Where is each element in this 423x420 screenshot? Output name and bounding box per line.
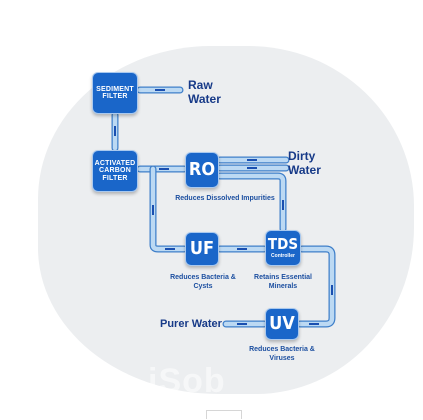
pipe-ro-tds (217, 173, 286, 232)
ro-label: RO (188, 158, 216, 180)
bottom-tab (206, 410, 242, 419)
tds-sub-label: Controller (271, 252, 295, 259)
uv-caption: Reduces Bacteria & Viruses (249, 346, 315, 362)
flow-arrow-out (237, 323, 247, 325)
flow-arrow-sed-carbon (114, 126, 116, 136)
flow-arrow-raw (155, 89, 165, 91)
sediment-filter-box: SEDIMENT FILTER (92, 72, 138, 114)
tds-label: TDS (267, 235, 299, 253)
uv-box: UV (265, 308, 299, 340)
uv-label: UV (269, 312, 295, 334)
watermark-text: iSob (148, 362, 226, 400)
purer-water-label: Purer Water (160, 318, 222, 330)
flow-arrow-ro-dirty-b (247, 167, 257, 169)
sediment-filter-label: SEDIMENT FILTER (96, 85, 134, 100)
ro-caption: Reduces Dissolved Impurities (175, 195, 275, 202)
uf-caption: Reduces Bacteria & Cysts (170, 274, 236, 290)
flow-arrow-uf-in (165, 248, 175, 250)
raw-water-label: Raw Water (188, 78, 221, 106)
carbon-filter-box: ACTIVATED CARBON FILTER (92, 150, 138, 192)
flow-arrow-tds-uv (331, 285, 333, 295)
flow-arrow-ro-tds (282, 200, 284, 210)
pipe-carbon-uf-outline (149, 165, 188, 253)
flow-arrow-carbon-uf (152, 205, 154, 215)
flow-arrow-uv-in (309, 323, 319, 325)
dirty-water-label: Dirty Water (288, 149, 321, 177)
flow-arrow-uf-tds (237, 248, 247, 250)
ro-box: RO (185, 152, 219, 188)
flow-arrow-ro-dirty-a (247, 159, 257, 161)
tds-controller-box: TDS Controller (265, 230, 301, 266)
flow-arrow-carbon-ro (159, 168, 169, 170)
carbon-filter-label: ACTIVATED CARBON FILTER (94, 159, 136, 182)
tds-caption: Retains Essential Minerals (254, 274, 312, 290)
uf-box: UF (185, 232, 219, 266)
pipe-carbon-uf (150, 166, 187, 252)
uf-label: UF (189, 237, 215, 259)
